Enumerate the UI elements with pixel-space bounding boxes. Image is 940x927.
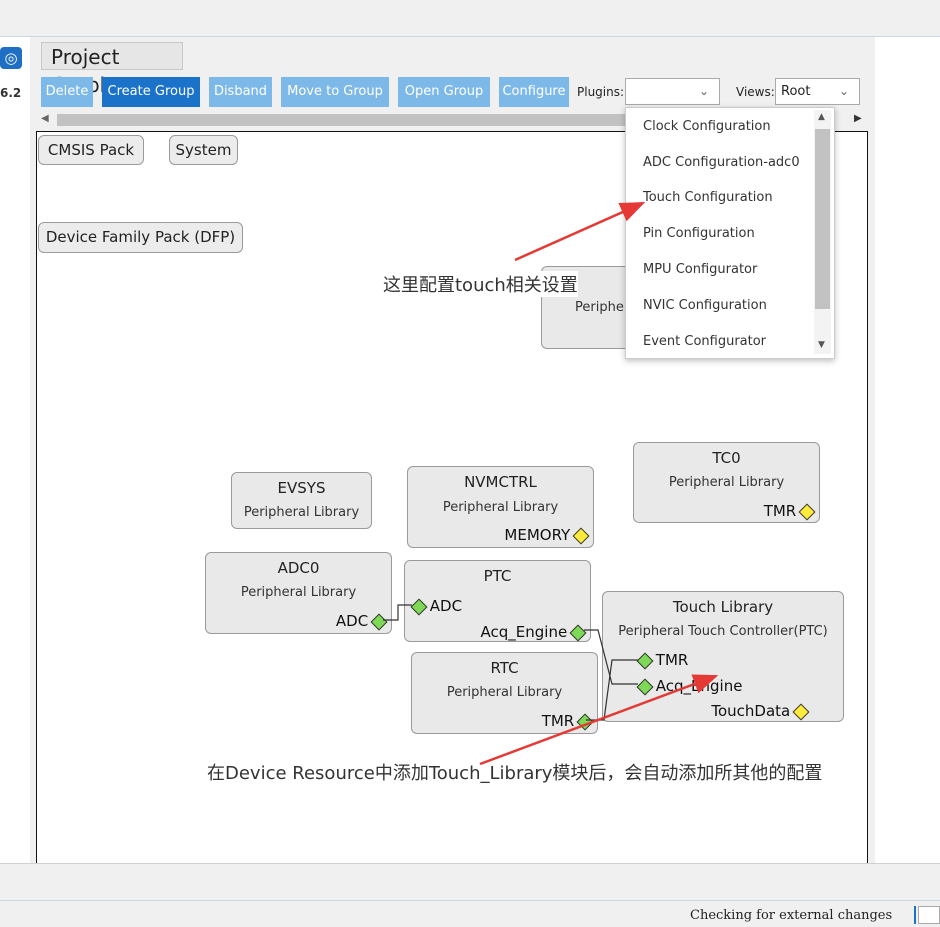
port-touchdata[interactable]: TouchData <box>711 702 810 720</box>
node-adc0[interactable]: ADC0 Peripheral Library ADC <box>205 552 392 634</box>
node-title: ADC0 <box>277 559 320 577</box>
node-subtitle: Peripheral Library <box>243 505 360 520</box>
group-cmsis-pack[interactable]: CMSIS Pack <box>38 135 144 165</box>
left-panel <box>0 37 31 863</box>
move-to-group-button[interactable]: Move to Group <box>281 77 389 107</box>
views-select[interactable]: Root ⌄ <box>775 78 860 105</box>
port-label: MEMORY <box>504 526 571 544</box>
group-system[interactable]: System <box>169 135 238 165</box>
plugins-dropdown-menu: Clock Configuration ADC Configuration-ad… <box>625 107 835 359</box>
port-label: ADC <box>335 612 369 630</box>
views-select-value: Root <box>781 84 811 99</box>
node-subtitle: Periphe <box>575 300 624 315</box>
arrow-to-touch-library <box>479 674 719 766</box>
port-label: TMR <box>541 712 575 730</box>
status-box <box>918 906 940 924</box>
menu-item-adc-configuration[interactable]: ADC Configuration-adc0 <box>643 155 800 170</box>
port-memory[interactable]: MEMORY <box>504 526 590 544</box>
node-touch-library[interactable]: Touch Library Peripheral Touch Controlle… <box>602 591 844 722</box>
bottom-panel <box>0 863 940 901</box>
menu-item-mpu-configurator[interactable]: MPU Configurator <box>643 262 758 277</box>
port-acq-engine[interactable]: Acq_Engine <box>480 623 587 641</box>
version-label: 6.2 <box>0 86 22 100</box>
menu-item-event-configurator[interactable]: Event Configurator <box>643 334 767 349</box>
port-adc[interactable]: ADC <box>335 612 388 630</box>
node-title: EVSYS <box>277 479 326 497</box>
delete-button[interactable]: Delete <box>41 77 93 107</box>
scroll-left-icon[interactable]: ◀ <box>41 113 49 124</box>
port-tmr[interactable]: TMR <box>763 502 816 520</box>
node-title: NVMCTRL <box>464 473 537 491</box>
top-toolbar-area <box>0 0 940 37</box>
menu-item-touch-configuration[interactable]: Touch Configuration <box>643 190 773 205</box>
port-label: ADC <box>429 597 463 615</box>
port-label: TMR <box>655 651 689 669</box>
node-title: RTC <box>490 659 519 677</box>
port-tmr[interactable]: TMR <box>541 712 594 730</box>
node-rtc[interactable]: RTC Peripheral Library TMR <box>411 652 598 734</box>
annotation-top: 这里配置touch相关设置 <box>383 271 578 297</box>
node-subtitle: Peripheral Touch Controller(PTC) <box>618 624 828 639</box>
menu-item-pin-configuration[interactable]: Pin Configuration <box>643 226 755 241</box>
scroll-up-icon[interactable]: ▲ <box>818 112 825 122</box>
node-title: PTC <box>483 567 512 585</box>
node-evsys[interactable]: EVSYS Peripheral Library <box>231 472 372 529</box>
menu-item-clock-configuration[interactable]: Clock Configuration <box>643 119 771 134</box>
globe-icon[interactable]: ◎ <box>0 47 22 69</box>
scroll-right-icon[interactable]: ▶ <box>854 113 862 124</box>
node-title: TC0 <box>712 449 741 467</box>
port-label: Acq_Engine <box>480 623 568 641</box>
configure-button[interactable]: Configure <box>499 77 569 107</box>
status-text: Checking for external changes <box>690 908 893 923</box>
node-subtitle: Peripheral Library <box>442 500 559 515</box>
chevron-down-icon: ⌄ <box>698 84 709 98</box>
plugins-label: Plugins: <box>577 85 625 99</box>
node-nvmctrl[interactable]: NVMCTRL Peripheral Library MEMORY <box>407 466 594 548</box>
port-label: TouchData <box>711 702 791 720</box>
scroll-down-icon[interactable]: ▼ <box>818 340 825 350</box>
menu-item-nvic-configuration[interactable]: NVIC Configuration <box>643 298 767 313</box>
create-group-button[interactable]: Create Group <box>102 77 200 107</box>
annotation-bottom: 在Device Resource中添加Touch_Library模块后，会自动添… <box>207 759 823 785</box>
node-tc0[interactable]: TC0 Peripheral Library TMR <box>633 442 820 523</box>
disband-button[interactable]: Disband <box>209 77 272 107</box>
plugins-select[interactable]: ⌄ <box>625 78 720 105</box>
chevron-down-icon: ⌄ <box>838 84 849 98</box>
views-label: Views: <box>736 85 775 99</box>
node-subtitle: Peripheral Library <box>446 685 563 700</box>
right-panel <box>875 37 940 863</box>
port-tmr-in[interactable]: TMR <box>636 651 689 669</box>
node-subtitle: Peripheral Library <box>240 585 357 600</box>
node-ptc[interactable]: PTC ADC Acq_Engine <box>404 560 591 642</box>
port-label: TMR <box>763 502 797 520</box>
arrow-to-touch-configuration <box>514 201 646 262</box>
dropdown-scrollbar-thumb[interactable] <box>815 129 830 309</box>
group-device-family-pack[interactable]: Device Family Pack (DFP) <box>38 222 243 253</box>
port-adc-in[interactable]: ADC <box>410 597 463 615</box>
open-group-button[interactable]: Open Group <box>398 77 490 107</box>
progress-indicator <box>914 906 916 924</box>
node-subtitle: Peripheral Library <box>668 475 785 490</box>
status-bar <box>0 900 940 927</box>
scrollbar-thumb[interactable] <box>57 114 627 126</box>
node-title: Touch Library <box>672 598 774 616</box>
